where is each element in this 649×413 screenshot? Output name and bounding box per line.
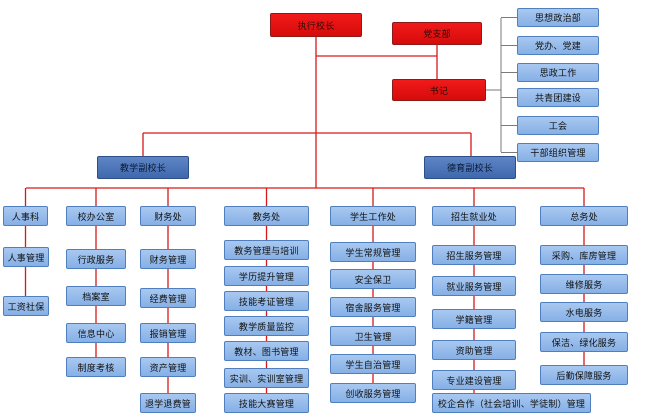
- secretary-node: 书记: [392, 79, 486, 101]
- department-item-node: 工资社保: [3, 296, 49, 316]
- department-item-node: 校企合作（社会培训、学徒制）管理: [432, 393, 591, 413]
- department-node: 招生就业处: [432, 206, 516, 226]
- party-unit-node: 党办、党建: [517, 36, 599, 55]
- department-item-node: 资产管理: [140, 357, 196, 377]
- department-node: 校办公室: [66, 206, 126, 226]
- party-unit-node: 共青团建设: [517, 88, 599, 107]
- department-item-node: 学生常规管理: [330, 242, 416, 262]
- department-item-node: 资助管理: [432, 340, 516, 360]
- department-node: 总务处: [540, 206, 628, 226]
- vice-principal-teaching-node: 教学副校长: [97, 156, 189, 179]
- department-item-node: 学籍管理: [432, 309, 516, 329]
- department-item-node: 招生服务管理: [432, 245, 516, 265]
- department-item-node: 教学质量监控: [224, 316, 309, 336]
- department-item-node: 卫生管理: [330, 326, 416, 346]
- department-node: 人事科: [3, 206, 48, 226]
- department-item-node: 技能考证管理: [224, 291, 309, 311]
- department-item-node: 创收服务管理: [330, 383, 416, 403]
- department-item-node: 就业服务管理: [432, 276, 516, 296]
- department-item-node: 制度考核: [66, 357, 126, 377]
- department-item-node: 水电服务: [540, 302, 628, 322]
- party-unit-node: 思政工作: [517, 63, 599, 82]
- department-item-node: 宿舍服务管理: [330, 297, 416, 317]
- party-unit-node: 思想政治部: [517, 8, 599, 27]
- department-item-node: 实训、实训室管理: [224, 368, 309, 388]
- party-unit-node: 干部组织管理: [517, 143, 599, 162]
- department-item-node: 人事管理: [3, 247, 49, 267]
- department-item-node: 退学退费管: [140, 393, 196, 413]
- party-branch-node: 党支部: [392, 22, 482, 45]
- department-item-node: 报销管理: [140, 323, 196, 343]
- department-item-node: 技能大赛管理: [224, 393, 309, 413]
- department-item-node: 财务管理: [140, 249, 196, 269]
- department-node: 教务处: [224, 206, 309, 226]
- department-item-node: 学生自治管理: [330, 354, 416, 374]
- department-item-node: 经费管理: [140, 288, 196, 308]
- department-item-node: 后勤保障服务: [540, 365, 628, 385]
- department-item-node: 教务管理与培训: [224, 240, 309, 260]
- department-item-node: 维修服务: [540, 274, 628, 294]
- department-item-node: 保洁、绿化服务: [540, 332, 628, 352]
- department-item-node: 安全保卫: [330, 269, 416, 289]
- department-item-node: 档案室: [66, 286, 126, 306]
- department-item-node: 采购、库房管理: [540, 245, 628, 265]
- vice-principal-moral-node: 德育副校长: [424, 156, 516, 179]
- department-item-node: 行政服务: [66, 249, 126, 269]
- department-item-node: 专业建设管理: [432, 370, 516, 390]
- department-node: 学生工作处: [330, 206, 416, 226]
- department-item-node: 教材、图书管理: [224, 341, 309, 361]
- root-node: 执行校长: [270, 13, 362, 37]
- department-node: 财务处: [140, 206, 196, 226]
- department-item-node: 学历提升管理: [224, 266, 309, 286]
- department-item-node: 信息中心: [66, 323, 126, 343]
- party-unit-node: 工会: [517, 116, 599, 135]
